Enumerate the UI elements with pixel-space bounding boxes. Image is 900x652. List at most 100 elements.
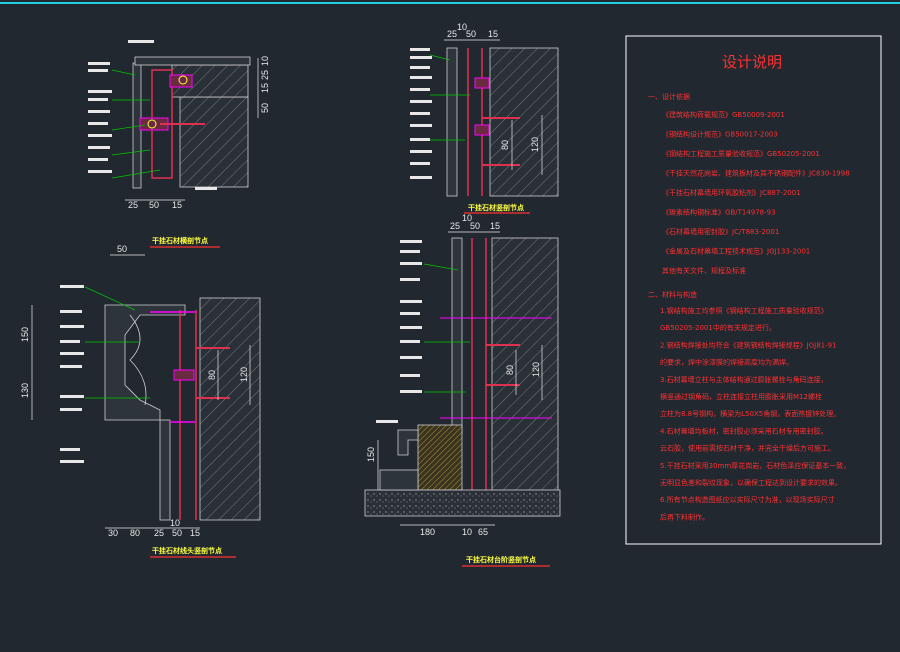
leader-line bbox=[111, 124, 146, 131]
leader-line bbox=[111, 69, 136, 76]
wall-mass bbox=[489, 47, 559, 197]
notes-item: GB50205-2001中的有关规定进行。 bbox=[660, 323, 776, 332]
dim-label: 150 bbox=[366, 447, 376, 462]
dim-label: 120 bbox=[531, 362, 541, 377]
notes-item: 横竖通过钢角码，立柱连接立柱用膨胀采用M12螺栓 bbox=[660, 392, 822, 401]
detail-caption: 干挂石材线头竖剖节点 bbox=[152, 546, 222, 555]
stone-panel bbox=[451, 237, 463, 437]
notes-section-heading: 一、设计依据 bbox=[648, 92, 690, 101]
dim-label: 80 bbox=[130, 528, 140, 538]
wall-mass bbox=[179, 96, 249, 188]
notes-item: 《金属及石材幕墙工程技术规范》JGJ133-2001 bbox=[662, 247, 810, 256]
notes-item: 后再下料制作。 bbox=[660, 512, 709, 521]
dim-label: 30 bbox=[108, 528, 118, 538]
notes-item: 《钢结构设计规范》GB50017-2003 bbox=[662, 130, 778, 139]
label-placeholders bbox=[88, 40, 217, 190]
dim-label: 15 bbox=[260, 83, 270, 93]
dim-label: 10 bbox=[462, 527, 472, 537]
dim-label: 120 bbox=[530, 137, 540, 152]
notes-item: 的要求，焊中涂漆膜的焊接高度均为满焊。 bbox=[660, 358, 793, 367]
dim-label: 10 bbox=[260, 56, 270, 66]
wall-mass bbox=[199, 297, 261, 521]
dim-label: 120 bbox=[239, 367, 249, 382]
dim-label: 15 bbox=[190, 528, 200, 538]
dim-label: 50 bbox=[260, 103, 270, 113]
notes-item: 《建筑结构荷载规范》GB50009-2001 bbox=[662, 110, 785, 119]
notes-item: 立柱为8.8号钢构，横梁为L50X5角钢，表面热镀锌处理。 bbox=[660, 409, 840, 418]
leader-line bbox=[111, 149, 151, 156]
wall-top bbox=[171, 64, 249, 98]
leader-line bbox=[111, 169, 161, 179]
dim-label: 25 bbox=[260, 70, 270, 80]
notes-item: 1.钢结构施工均参照《钢结构工程施工质量验收规范》 bbox=[660, 306, 828, 315]
dim-label: 15 bbox=[490, 221, 500, 231]
detail-horizontal-section: 25 50 15 10 25 15 50 干挂石材横剖节点 bbox=[88, 40, 270, 248]
dim-label: 50 bbox=[172, 528, 182, 538]
notes-section-heading: 二、材料与构造 bbox=[648, 290, 697, 299]
dim-label: 10 bbox=[457, 22, 467, 32]
dim-label: 80 bbox=[500, 140, 510, 150]
dim-label: 50 bbox=[117, 244, 127, 254]
design-notes-panel: 设计说明 一、设计依据 《建筑结构荷载规范》GB50009-2001 《钢结构设计… bbox=[625, 35, 882, 545]
dim-label: 150 bbox=[20, 327, 30, 342]
notes-item: 6.所有节点构造图纸应以实际尺寸为准，以现场实际尺寸 bbox=[660, 495, 835, 504]
wall-mass bbox=[491, 237, 559, 517]
detail-caption: 干挂石材横剖节点 bbox=[152, 236, 208, 245]
dim-label: 25 bbox=[128, 200, 138, 210]
notes-item: 《石材幕墙用密封胶》JC/T883-2001 bbox=[662, 227, 779, 236]
dim-label: 50 bbox=[149, 200, 159, 210]
step-stone bbox=[417, 424, 463, 491]
notes-item: 4.石材幕墙均板材，密封胶必须采用石材专用密封胶。 bbox=[660, 426, 828, 435]
detail-cornice-section: 50 150 130 80 120 30 80 25 50 10 15 干挂石材… bbox=[20, 244, 261, 558]
leader-line bbox=[429, 54, 451, 61]
dim-label: 15 bbox=[488, 29, 498, 39]
notes-item: 《钢结构工程施工质量验收规范》GB50205-2001 bbox=[662, 149, 820, 158]
label-placeholders bbox=[410, 48, 432, 179]
steel-bracket bbox=[474, 124, 490, 136]
dim-label: 80 bbox=[505, 365, 515, 375]
dim-label: 65 bbox=[478, 527, 488, 537]
notes-item: 无明显色差和裂纹现象，以确保工程达到设计要求的效果。 bbox=[660, 478, 842, 487]
label-placeholders bbox=[376, 240, 422, 423]
stone-panel bbox=[159, 419, 171, 521]
dim-label: 25 bbox=[154, 528, 164, 538]
stone-panel-top bbox=[134, 56, 251, 66]
cornice-profile bbox=[129, 314, 147, 406]
notes-item: 3.石材幕墙立柱与主体结构通过膨胀螺栓与角码连接， bbox=[660, 375, 828, 384]
stone-panel bbox=[446, 47, 458, 197]
dim-label: 180 bbox=[420, 527, 435, 537]
dim-label: 50 bbox=[466, 29, 476, 39]
bolt-head bbox=[178, 75, 188, 85]
dim-label: 10 bbox=[170, 518, 180, 528]
detail-step-section: 25 50 15 10 80 120 150 180 10 65 干挂石材台阶竖… bbox=[364, 213, 561, 567]
notes-item: 其他有关文件、规程及标准 bbox=[662, 266, 746, 275]
step-profile bbox=[397, 429, 419, 456]
dim-label: 10 bbox=[462, 213, 472, 223]
bolt-head bbox=[147, 119, 157, 129]
dim-label: 80 bbox=[207, 370, 217, 380]
leader-line bbox=[84, 286, 136, 311]
steel-bracket bbox=[173, 369, 195, 381]
notes-frame bbox=[625, 35, 882, 545]
notes-item: 《碳素结构钢标准》GB/T14978-93 bbox=[662, 208, 776, 217]
dim-label: 25 bbox=[447, 29, 457, 39]
step-base bbox=[379, 469, 419, 491]
notes-item: 2.钢结构焊接处均符合《建筑钢结构焊接规程》JGJ81-91 bbox=[660, 340, 837, 349]
notes-title: 设计说明 bbox=[722, 53, 782, 71]
detail-caption: 干挂石材竖剖节点 bbox=[468, 203, 524, 212]
notes-item: 云石胶，使用前需按石材干净，并完全干燥后方可施工。 bbox=[660, 444, 835, 453]
leader-line bbox=[423, 263, 459, 271]
steel-bracket bbox=[474, 77, 490, 89]
detail-vertical-section: 25 50 15 10 80 120 干挂石材竖剖节点 bbox=[410, 22, 559, 214]
notes-item: 《干挂天然花岗岩、建筑板材及其不锈钢配件》JC830-1998 bbox=[662, 169, 850, 178]
notes-section2-list: 1.钢结构施工均参照《钢结构工程施工质量验收规范》 GB50205-2001中的有… bbox=[660, 306, 850, 521]
dim-label: 25 bbox=[450, 221, 460, 231]
notes-section1-list: 《建筑结构荷载规范》GB50009-2001 《钢结构设计规范》GB50017-2… bbox=[662, 110, 850, 275]
detail-caption: 干挂石材台阶竖剖节点 bbox=[466, 555, 536, 564]
dim-label: 130 bbox=[20, 383, 30, 398]
notes-item: 5.干挂石材采用30mm厚花岗岩，石材色泽应保证基本一致， bbox=[660, 461, 850, 470]
dim-right-group: 10 25 15 50 bbox=[260, 56, 270, 113]
ground-fill bbox=[364, 489, 561, 517]
label-placeholders bbox=[60, 285, 84, 463]
